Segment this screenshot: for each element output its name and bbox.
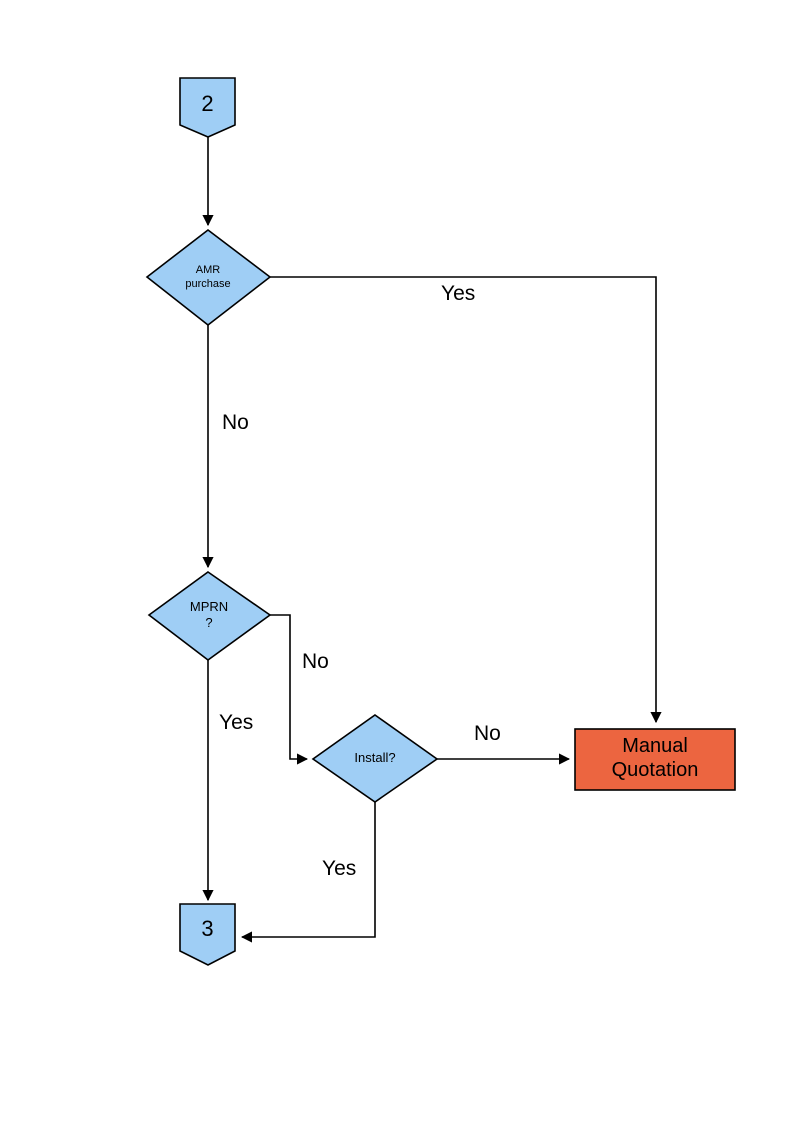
edge-label-amr-no: No — [222, 411, 249, 434]
node-connector-2[interactable] — [179, 77, 236, 138]
edge-label-amr-yes: Yes — [441, 282, 476, 305]
edge-mprn-no-to-install — [270, 614, 309, 765]
node-install[interactable] — [311, 714, 439, 803]
node-manual-quotation[interactable] — [574, 728, 736, 791]
node-connector-3[interactable] — [179, 903, 236, 966]
edge-label-mprn-yes: Yes — [219, 711, 254, 734]
edge-install-yes-to-connector3 — [240, 802, 376, 943]
edge-label-mprn-no: No — [302, 650, 329, 673]
node-mprn[interactable] — [147, 571, 272, 661]
edge-label-install-no: No — [474, 722, 501, 745]
node-amr-purchase[interactable] — [145, 228, 272, 327]
edge-amr-yes-to-manual-quotation — [270, 276, 662, 724]
edge-label-install-yes: Yes — [322, 857, 357, 880]
